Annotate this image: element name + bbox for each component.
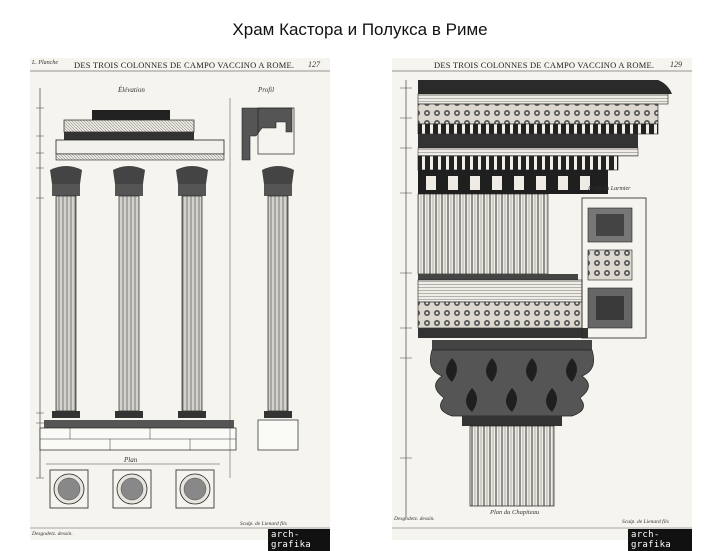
left-engraving-plate: L. Planche DES TROIS COLONNES DE CAMPO V…: [30, 58, 330, 551]
left-plate-profile-label: Profil: [258, 86, 275, 94]
three-columns-elevation-drawing: [30, 70, 330, 529]
left-plate-elevation-label: Élévation: [118, 86, 145, 94]
right-plate-credit-right: Sculp. de Lienard fils: [622, 519, 669, 525]
left-plate-page-number: 127: [308, 60, 320, 69]
left-plate-watermark: arch-grafika: [268, 529, 330, 551]
right-plate-watermark: arch-grafika: [628, 529, 692, 551]
right-plate-page-number: 129: [670, 60, 682, 69]
right-plate-profile-label: Profil du Larmier: [588, 186, 631, 192]
entablature-and-capital-detail-drawing: [392, 70, 692, 529]
column-2-group: [113, 166, 145, 418]
right-engraving-plate: DES TROIS COLONNES DE CAMPO VACCINO A RO…: [392, 58, 692, 551]
left-plate-header: DES TROIS COLONNES DE CAMPO VACCINO A RO…: [74, 60, 295, 70]
left-plate-corner-mark: L. Planche: [32, 60, 58, 66]
slide-title: Храм Кастора и Полукса в Риме: [232, 20, 488, 39]
left-plate-credit-left: Desgodetz. dessin.: [32, 531, 73, 537]
column-3-group: [176, 166, 208, 418]
right-plate-capital-label: Plan du Chapiteau: [490, 509, 540, 516]
column-1-group: [50, 166, 82, 418]
left-plate-plan-label: Plan: [124, 456, 138, 464]
left-plate-credit-right: Sculp. de Lienard fils: [240, 521, 287, 527]
right-plate-header: DES TROIS COLONNES DE CAMPO VACCINO A RO…: [434, 60, 655, 70]
right-plate-credit-left: Desgodetz. dessin.: [394, 516, 435, 522]
